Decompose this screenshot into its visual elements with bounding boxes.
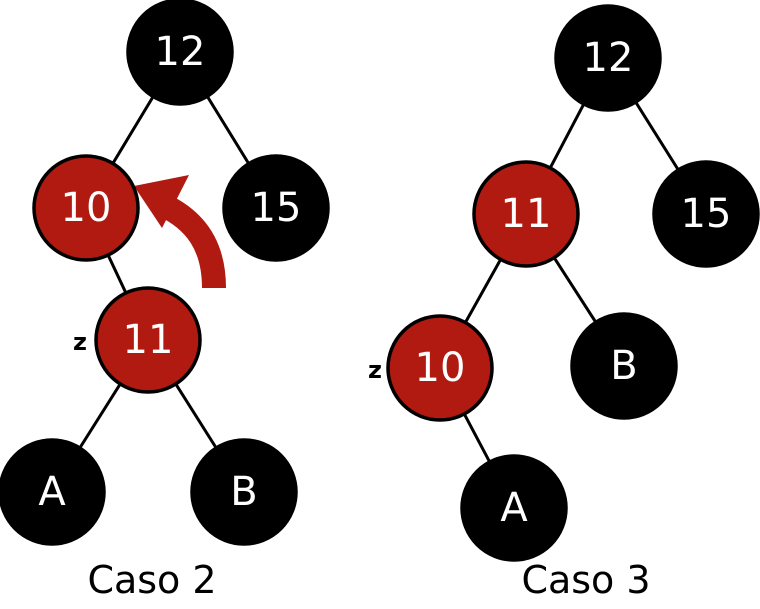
case3-node-10: 10 [386, 314, 494, 422]
node-label: A [38, 469, 66, 515]
case2-node-11: 11 [94, 286, 202, 394]
case2-caption: Caso 2 [87, 558, 216, 602]
node-label: B [610, 343, 637, 389]
node-circle [222, 154, 330, 262]
case3-node-B: B [570, 312, 678, 420]
node-circle [460, 454, 568, 562]
node-label: 10 [415, 345, 466, 391]
case3-node-A: A [460, 454, 568, 562]
node-circle [190, 438, 298, 546]
node-label: 10 [61, 185, 112, 231]
case3-caption: Caso 3 [521, 558, 650, 602]
case3-node-15: 15 [652, 160, 760, 268]
node-circle [554, 4, 662, 112]
case2-tree: 12 10 15 11 A B z Caso 2 [0, 0, 330, 602]
case2-z-marker: z [73, 328, 87, 356]
case2-node-10: 10 [32, 154, 140, 262]
case3-tree: 12 11 15 10 B A z Caso 3 [368, 4, 760, 602]
node-circle [32, 154, 140, 262]
node-circle [126, 0, 234, 106]
case3-z-marker: z [368, 356, 382, 384]
case2-node-A: A [0, 438, 106, 546]
node-circle [570, 312, 678, 420]
arrow-head [134, 175, 189, 228]
node-circle [0, 438, 106, 546]
node-label: 11 [501, 191, 552, 237]
node-circle [652, 160, 760, 268]
node-circle [472, 160, 580, 268]
node-circle [386, 314, 494, 422]
node-label: 11 [123, 317, 174, 363]
case2-node-15: 15 [222, 154, 330, 262]
node-label: 15 [251, 185, 302, 231]
arrow-shaft [157, 194, 226, 289]
rotate-left-arrow-icon [134, 175, 226, 289]
node-label: 12 [155, 29, 206, 75]
node-circle [94, 286, 202, 394]
node-label: 12 [583, 35, 634, 81]
case3-node-11: 11 [472, 160, 580, 268]
case2-node-B: B [190, 438, 298, 546]
node-label: A [500, 485, 528, 531]
node-label: 15 [681, 191, 732, 237]
case2-node-12: 12 [126, 0, 234, 106]
node-label: B [230, 469, 257, 515]
case3-node-12: 12 [554, 4, 662, 112]
